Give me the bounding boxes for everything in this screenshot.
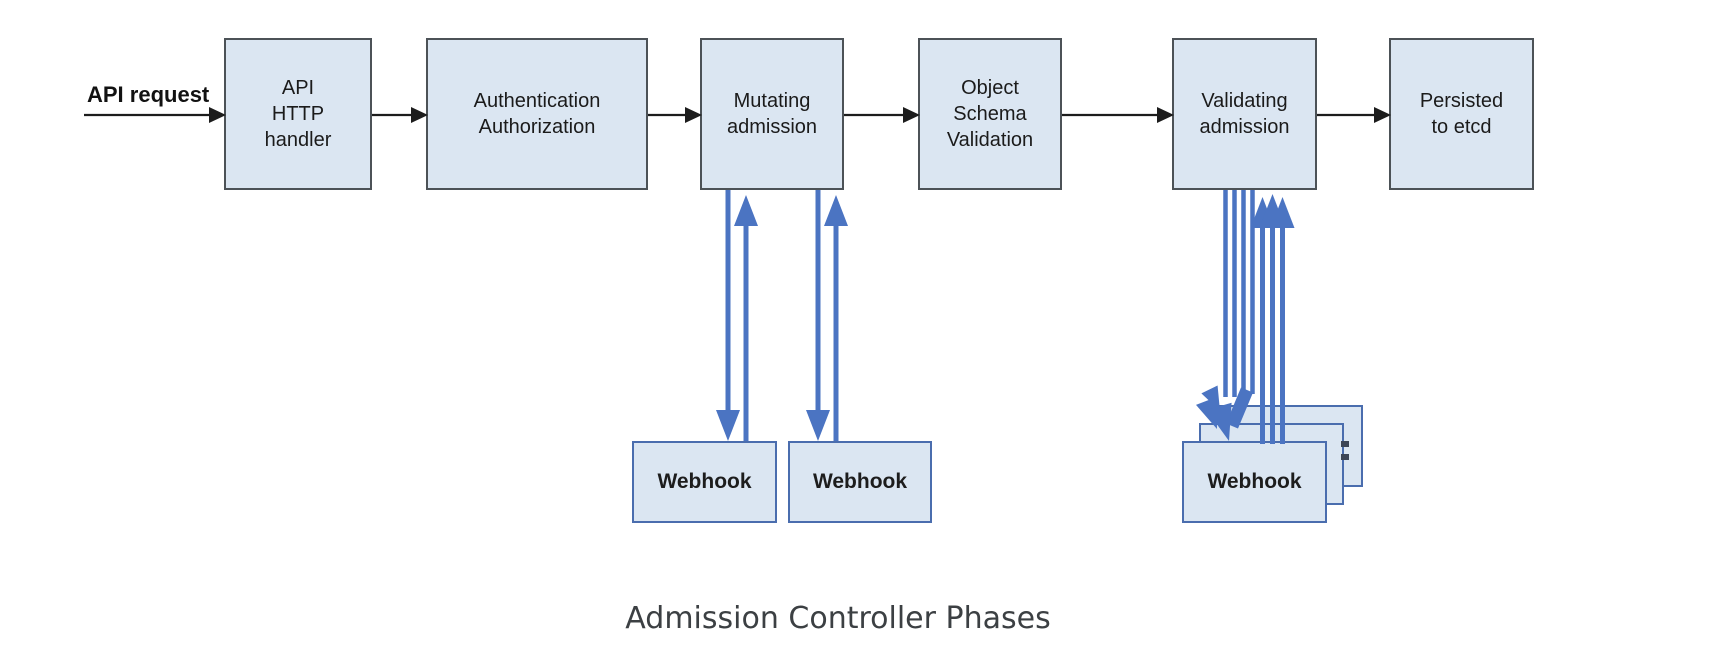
diagram-caption: Admission Controller Phases <box>625 601 1051 636</box>
validating-webhook-box-front: Webhook <box>1182 441 1327 523</box>
phase-box-validating-admission: Validating admission <box>1172 38 1317 190</box>
flow-arrow-schema-to-validating <box>1062 107 1174 123</box>
mutating-webhook1-call-arrow <box>716 190 740 441</box>
mutating-webhook2-call-arrow <box>806 190 830 441</box>
mutating-webhook1-response-arrow <box>734 195 758 441</box>
flow-arrow-api-request <box>84 107 226 123</box>
phase-box-object-schema-validation: Object Schema Validation <box>918 38 1062 190</box>
phase-box-api-http-handler: API HTTP handler <box>224 38 372 190</box>
phase-box-persisted-to-etcd: Persisted to etcd <box>1389 38 1534 190</box>
phase-box-authentication-authorization: Authentication Authorization <box>426 38 648 190</box>
flow-arrow-mutating-to-schema <box>844 107 920 123</box>
flow-arrow-validating-to-etcd <box>1317 107 1391 123</box>
mutating-webhook-box-2: Webhook <box>788 441 932 523</box>
flow-arrow-handler-to-auth <box>372 107 428 123</box>
flow-arrow-auth-to-mutating <box>648 107 702 123</box>
mutating-webhook-box-1: Webhook <box>632 441 777 523</box>
api-request-label: API request <box>87 82 210 107</box>
mutating-webhook2-response-arrow <box>824 195 848 441</box>
phase-box-mutating-admission: Mutating admission <box>700 38 844 190</box>
